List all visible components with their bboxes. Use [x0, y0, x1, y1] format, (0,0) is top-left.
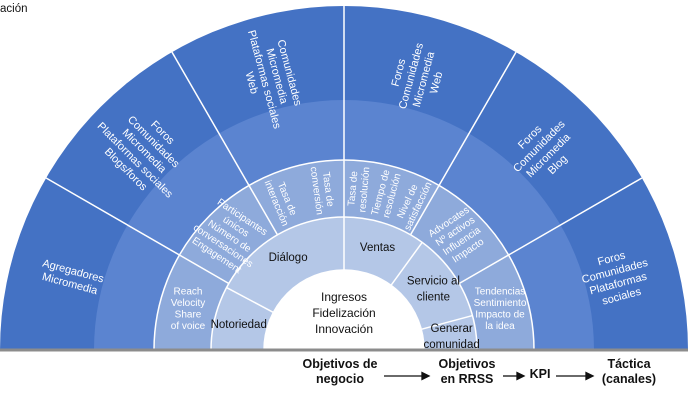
- rrss-objective-5-line: Generar: [431, 323, 473, 335]
- kpi-1-line: Share: [175, 310, 202, 321]
- rrss-objective-3: Ventas: [360, 242, 395, 254]
- rrss-objective-1: Notoriedad: [211, 319, 267, 331]
- rrss-ring: [211, 217, 477, 350]
- outer-divider: [409, 51, 517, 236]
- legend-kpi: KPI: [523, 367, 557, 382]
- diagram-rings: [0, 6, 688, 350]
- rrss-objective-4: Servicio al cliente: [407, 276, 460, 304]
- rrss-objective-5-line: comunidad: [423, 339, 479, 351]
- legend-business-objectives: Objetivos de negocio: [296, 357, 384, 387]
- center-objectives-line: Innovación: [315, 322, 373, 336]
- legend-business-line-2: negocio: [316, 372, 364, 386]
- tactics-4-line: Web: [428, 70, 445, 95]
- arrow-head-3: [585, 371, 595, 381]
- legend-business-line-1: Objetivos de: [302, 357, 378, 371]
- kpi-1-line: of voice: [171, 321, 206, 332]
- kpi-1-line: Reach: [174, 286, 203, 297]
- legend-tactics-line-2: (canales): [601, 372, 657, 386]
- kpi-1-line: Velocity: [171, 298, 205, 309]
- kpi-6-line: Sentimiento: [474, 298, 527, 309]
- rrss-objective-4-line: cliente: [417, 292, 450, 304]
- arrow-head-2: [516, 371, 526, 381]
- segment-dividers: [45, 6, 643, 351]
- kpi-3-2-line: Tasa de: [320, 171, 336, 208]
- legend-tactics: Táctica (canales): [594, 357, 664, 387]
- legend-tactics-line-1: Táctica: [607, 357, 651, 371]
- rrss-objective-6: Promoverinnovación: [0, 3, 27, 15]
- outer-divider: [171, 51, 279, 236]
- rrss-divider: [226, 286, 274, 314]
- rrss-objective-1-line: Notoriedad: [211, 319, 267, 331]
- legend-kpi-line: KPI: [529, 367, 551, 381]
- rrss-objective-5: Generar comunidad: [423, 323, 479, 351]
- tactics-inner-band: [94, 100, 594, 350]
- outer-divider: [458, 177, 643, 285]
- rrss-objective-3-line: Ventas: [360, 242, 395, 254]
- kpi-4-1-line: Tasa de: [346, 170, 360, 206]
- center-disc: [264, 270, 424, 350]
- legend-arrows: [384, 371, 595, 381]
- rrss-divider: [390, 241, 423, 286]
- center-objectives-line: Ingresos: [321, 290, 367, 304]
- rrss-objective-6-line: innovación: [0, 3, 27, 15]
- legend-rrss-line-1: Objetivos: [438, 357, 496, 371]
- kpi-6-line: Tendencias: [475, 286, 526, 297]
- center-objectives-line: Fidelización: [312, 306, 375, 320]
- outer-divider: [45, 177, 230, 285]
- rrss-divider: [421, 314, 473, 331]
- kpi-4-1-line: resolución: [357, 167, 372, 213]
- tactics-3-line: Web: [243, 70, 260, 95]
- legend-rrss-line-2: en RRSS: [440, 372, 494, 386]
- kpi-6-line: la idea: [485, 321, 515, 332]
- kpi-ring: [154, 160, 534, 350]
- arrow-head-1: [421, 371, 431, 381]
- rrss-objective-2-line: Diálogo: [269, 252, 308, 264]
- rrss-objective-4-line: Servicio al: [407, 276, 460, 288]
- kpi-6-line: Impacto de: [475, 310, 525, 321]
- legend-rrss-objectives: Objetivos en RRSS: [430, 357, 504, 387]
- rrss-objective-2: Diálogo: [269, 252, 308, 264]
